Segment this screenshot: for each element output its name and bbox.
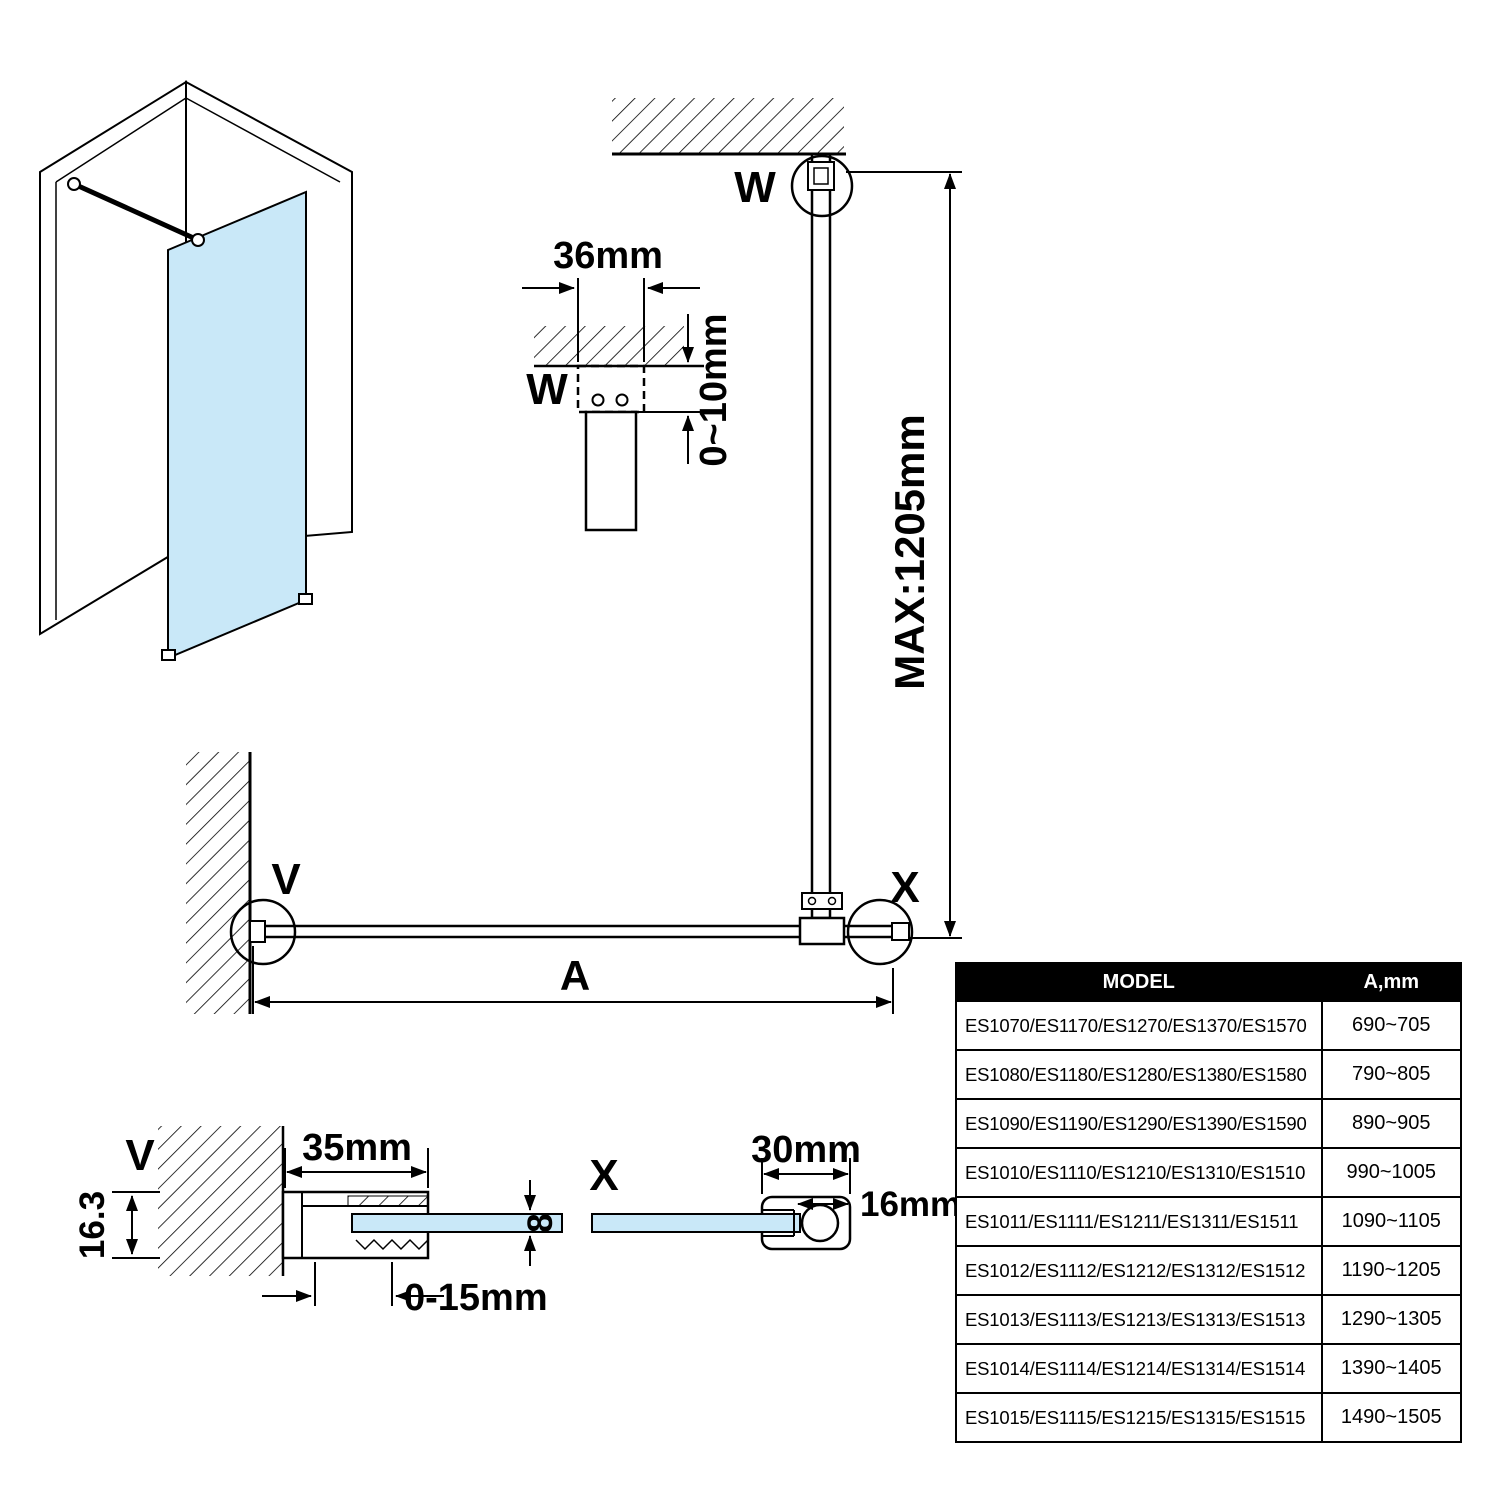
table-row: ES1080/ES1180/ES1280/ES1380/ES1580 790~8… — [955, 1049, 1463, 1100]
bar-top-bracket — [807, 161, 835, 191]
detail-circle-x — [846, 898, 914, 966]
detail-circle-w — [790, 154, 854, 218]
bracket-screw-right — [615, 393, 629, 407]
support-bar-wall-fitting — [67, 177, 81, 191]
support-bar — [72, 181, 200, 243]
profile-clamp-strip — [347, 1195, 429, 1207]
model-cell: ES1090/ES1190/ES1290/ES1390/ES1590 — [955, 1098, 1323, 1149]
plan-view: V X A — [186, 752, 920, 1014]
model-cell: ES1015/ES1115/ES1215/ES1315/ES1515 — [955, 1392, 1323, 1443]
model-table: MODEL A,mm ES1070/ES1170/ES1270/ES1370/E… — [955, 962, 1463, 1443]
table-row: ES1090/ES1190/ES1290/ES1390/ES1590 890~9… — [955, 1098, 1463, 1149]
table-header-row: MODEL A,mm — [955, 962, 1463, 1002]
dim-015mm-text: 0-15mm — [404, 1277, 548, 1319]
table-row: ES1015/ES1115/ES1215/ES1315/ES1515 1490~… — [955, 1392, 1463, 1443]
model-cell: ES1070/ES1170/ES1270/ES1370/ES1570 — [955, 1000, 1323, 1051]
table-row: ES1012/ES1112/ES1212/ES1312/ES1512 1190~… — [955, 1245, 1463, 1296]
detail-v-label: V — [125, 1131, 155, 1180]
main-w-label: W — [734, 163, 776, 212]
bracket-screw-left — [591, 393, 605, 407]
detail-w-section: 36mm 0~10mm W — [522, 235, 735, 532]
isometric-view — [39, 80, 353, 661]
bracket-screw-a — [807, 896, 817, 906]
detail-w-label: W — [526, 365, 568, 414]
a-mm-cell: 1290~1305 — [1320, 1294, 1463, 1345]
a-mm-cell: 1190~1205 — [1320, 1245, 1463, 1296]
wall-hatch-detail-v — [158, 1126, 283, 1276]
support-bar-glass-fitting — [191, 233, 205, 247]
dim-30mm-text: 30mm — [751, 1129, 861, 1171]
table-row: ES1011/ES1111/ES1211/ES1311/ES1511 1090~… — [955, 1196, 1463, 1247]
bar-glass-clamp-plan — [798, 916, 846, 946]
dim-ceiling-gap-text: 0~10mm — [693, 313, 735, 466]
model-cell: ES1011/ES1111/ES1211/ES1311/ES1511 — [955, 1196, 1323, 1247]
detail-x-label: X — [589, 1151, 618, 1200]
ceiling-bar-view: W MAX:1205mm — [612, 98, 962, 939]
dim-163-text: 16.3 — [73, 1191, 112, 1259]
bar-cross-section — [584, 410, 638, 532]
profile-serration — [355, 1238, 429, 1251]
dim-35mm-text: 35mm — [302, 1127, 412, 1169]
bar-top-bracket-inner — [813, 167, 829, 185]
dim-8-text: 8 — [521, 1213, 560, 1232]
a-mm-cell: 1490~1505 — [1320, 1392, 1463, 1443]
detail-x-section: X 30mm 16mm — [589, 1129, 961, 1251]
right-wall-inner-edge — [185, 97, 341, 183]
a-mm-cell: 890~905 — [1320, 1098, 1463, 1149]
detail-v-section: V 16.3 35mm 0-15mm 8 — [73, 1126, 563, 1319]
model-cell: ES1013/ES1113/ES1213/ES1313/ES1513 — [955, 1294, 1323, 1345]
glass-end-cap — [891, 922, 910, 941]
model-cell: ES1010/ES1110/ES1210/ES1310/ES1510 — [955, 1147, 1323, 1198]
ceiling-hatch-main — [612, 98, 844, 154]
main-x-label: X — [890, 863, 919, 912]
glass-detail-x — [591, 1213, 801, 1233]
model-cell: ES1012/ES1112/ES1212/ES1312/ES1512 — [955, 1245, 1323, 1296]
bracket-screw-b — [827, 896, 837, 906]
wall-hatch-plan — [186, 752, 250, 1014]
table-row: ES1014/ES1114/ES1214/ES1314/ES1514 1390~… — [955, 1343, 1463, 1394]
ceiling-hatch-detail — [534, 326, 684, 366]
left-wall-inner-edge — [55, 97, 187, 183]
table-header-model: MODEL — [955, 962, 1323, 1002]
table-row: ES1070/ES1170/ES1270/ES1370/ES1570 690~7… — [955, 1000, 1463, 1051]
main-v-label: V — [271, 855, 301, 904]
dim-a-text: A — [560, 952, 590, 999]
model-cell: ES1014/ES1114/ES1214/ES1314/ES1514 — [955, 1343, 1323, 1394]
glass-foot-right — [298, 593, 313, 605]
dim-max-height-text: MAX:1205mm — [886, 414, 933, 689]
glass-panel — [167, 190, 307, 660]
table-header-amm: A,mm — [1320, 962, 1463, 1002]
glass-detail-v — [351, 1213, 563, 1233]
a-mm-cell: 1090~1105 — [1320, 1196, 1463, 1247]
a-mm-cell: 990~1005 — [1320, 1147, 1463, 1198]
a-mm-cell: 1390~1405 — [1320, 1343, 1463, 1394]
a-mm-cell: 790~805 — [1320, 1049, 1463, 1100]
a-mm-cell: 690~705 — [1320, 1000, 1463, 1051]
dim-36mm-text: 36mm — [553, 235, 663, 277]
table-row: ES1013/ES1113/ES1213/ES1313/ES1513 1290~… — [955, 1294, 1463, 1345]
dim-16mm-text: 16mm — [860, 1185, 961, 1224]
glass-foot-left — [161, 649, 176, 661]
wall-profile-plan — [249, 920, 266, 943]
support-bar-vertical — [810, 152, 832, 920]
left-wall — [39, 80, 187, 636]
model-cell: ES1080/ES1180/ES1280/ES1380/ES1580 — [955, 1049, 1323, 1100]
bar-round-section — [800, 1203, 840, 1243]
bracket-dashed-outline — [576, 364, 646, 414]
table-row: ES1010/ES1110/ES1210/ES1310/ES1510 990~1… — [955, 1147, 1463, 1198]
detail-circle-v — [229, 898, 297, 966]
